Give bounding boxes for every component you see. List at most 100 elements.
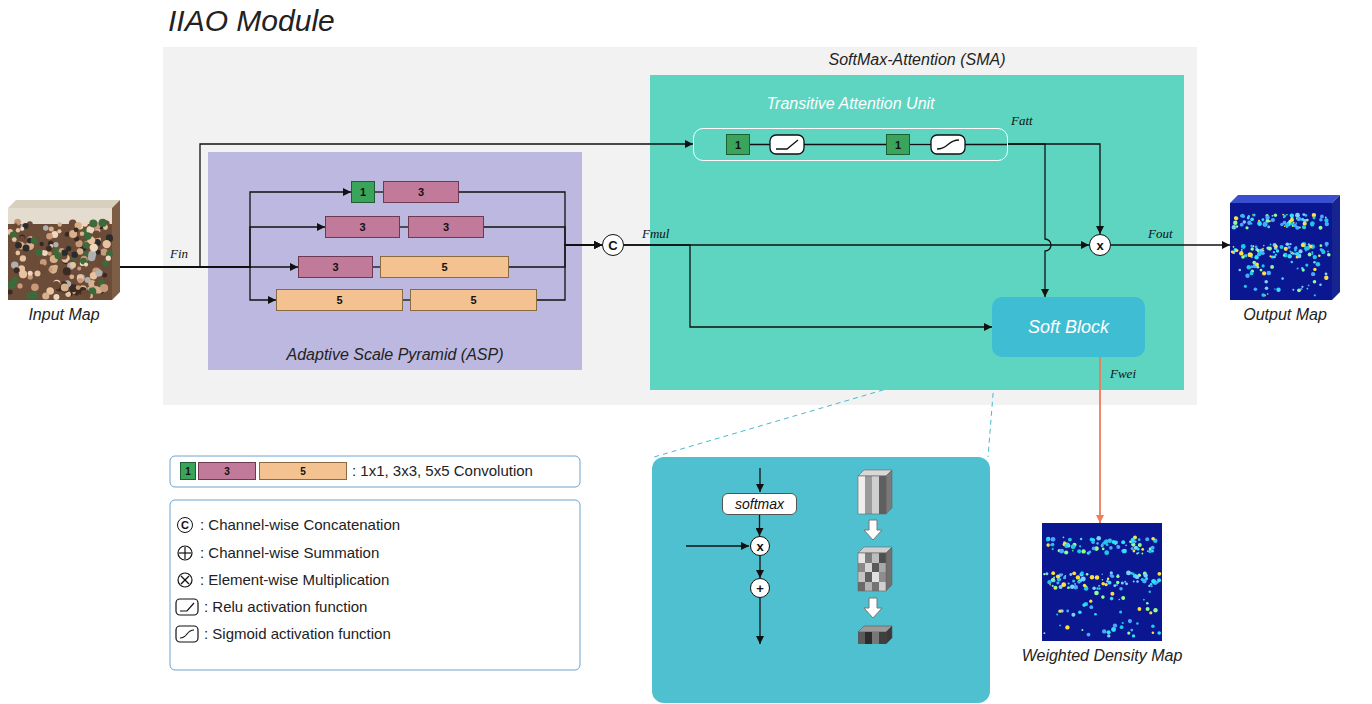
connector	[1099, 357, 1101, 523]
sample-label: 1	[185, 466, 191, 477]
legend-text: : Relu activation function	[204, 598, 367, 615]
node-label: +	[756, 582, 764, 595]
legend-sample: 3	[198, 462, 256, 480]
attention-unit: Transitive Attention Unit11	[693, 128, 1008, 161]
legend-row: : Relu activation function	[204, 598, 367, 616]
conv-box: 5	[410, 289, 537, 311]
node-heading: Adaptive Scale Pyramid (ASP)	[287, 346, 504, 363]
sigmoid-icon	[176, 626, 198, 642]
conv-box: 3	[298, 256, 373, 278]
map-picture	[1042, 523, 1162, 641]
sample-label: 5	[300, 466, 306, 477]
legend-text: : Sigmoid activation function	[204, 625, 391, 642]
edge-label-wrap: Fin	[170, 244, 188, 262]
node-label: Soft Block	[1028, 317, 1109, 338]
multiply-symbol	[178, 573, 192, 587]
map-picture	[1230, 195, 1340, 300]
multiply-op: x	[1089, 234, 1111, 256]
connector	[509, 245, 602, 267]
multiply-op: x	[750, 536, 770, 556]
connector	[624, 245, 992, 327]
conv-box: 1	[726, 134, 750, 155]
heading-wrap: Adaptive Scale Pyramid (ASP)	[287, 346, 504, 364]
node-label: 3	[443, 221, 449, 233]
node-label: 1	[360, 186, 366, 198]
legend-box	[170, 456, 580, 487]
edge-label-wrap: Fmul	[642, 224, 669, 242]
asp-panel: Adaptive Scale Pyramid (ASP) 1 3 3 3 3 5 5 5	[208, 152, 582, 370]
connector	[624, 244, 1089, 245]
node-label: 1	[735, 139, 741, 151]
input-image: Input Map	[8, 200, 120, 300]
node-label: 5	[441, 261, 447, 273]
connector	[459, 192, 602, 245]
node-heading: Input Map	[28, 306, 99, 323]
conv-box: 5	[380, 256, 509, 278]
node-label: 3	[418, 186, 424, 198]
connector	[120, 144, 693, 267]
connector	[403, 299, 410, 300]
connector	[537, 245, 602, 300]
diagram-title: IIAO Module	[168, 4, 335, 37]
heading-wrap: SoftMax-Attention (SMA)	[829, 51, 1006, 69]
connector	[759, 515, 760, 536]
legend-row: : Sigmoid activation function	[204, 625, 391, 643]
connector	[484, 227, 602, 245]
hollow-arrow	[864, 520, 882, 540]
node-heading: Transitive Attention Unit	[766, 95, 934, 112]
legend-sample: 5	[259, 462, 347, 480]
feature-label: Fwei	[1110, 366, 1136, 381]
zoom-wire	[686, 545, 749, 546]
concat-op: C	[602, 234, 624, 256]
sum-op: +	[750, 578, 770, 598]
sum-symbol	[178, 546, 192, 560]
sigmoid-icon	[931, 135, 965, 154]
conv-box: 3	[325, 216, 400, 238]
connector	[1008, 144, 1100, 234]
heading-wrap: Output Map	[1243, 306, 1327, 324]
legend-sample: 1	[180, 462, 196, 480]
hollow-arrow	[864, 598, 882, 618]
conv-box: 1	[886, 134, 910, 155]
heading-wrap: Input Map	[28, 306, 99, 324]
legend-text: : 1x1, 3x3, 5x5 Convolution	[352, 462, 533, 479]
heading-wrap: Weighted Density Map	[1022, 647, 1183, 665]
edge-label-wrap: Fout	[1148, 224, 1173, 242]
connector	[120, 266, 298, 267]
node-label: softmax	[735, 496, 784, 512]
connector	[400, 226, 408, 227]
feature-cube	[858, 470, 892, 514]
map-picture	[8, 200, 120, 300]
conv-box: 1	[351, 181, 375, 203]
sma-panel: SoftMax-Attention (SMA)Transitive Attent…	[650, 75, 1184, 390]
legend-text: : Channel-wise Summation	[200, 544, 379, 561]
connector	[759, 556, 760, 578]
feature-slab	[858, 626, 892, 644]
wire	[965, 144, 1007, 145]
legend-row: : 1x1, 3x3, 5x5 Convolution	[352, 462, 533, 480]
edge-label-wrap: Fwei	[1110, 364, 1136, 382]
sample-label: 3	[224, 466, 230, 477]
connector	[1111, 244, 1230, 245]
node-label: 3	[359, 221, 365, 233]
node-label: x	[756, 540, 763, 553]
soft-block: Soft Block	[992, 297, 1145, 357]
legend-row: : Channel-wise Summation	[200, 544, 379, 562]
feature-label: Fatt	[1011, 113, 1033, 128]
relu-icon	[770, 135, 804, 154]
legend-sample: C	[177, 517, 193, 533]
output-image: Output Map	[1230, 195, 1340, 300]
feature-label: Fout	[1148, 226, 1173, 241]
connector	[1008, 144, 1051, 297]
node-label: 5	[336, 294, 342, 306]
zoom-panel	[652, 457, 990, 703]
zoom-wire	[759, 598, 760, 644]
zoom-wire	[759, 468, 760, 492]
heading-wrap: Transitive Attention Unit	[766, 95, 934, 113]
node-label: 3	[332, 261, 338, 273]
relu-icon	[176, 599, 198, 615]
node-label: x	[1096, 239, 1103, 252]
feature-label: Fmul	[642, 226, 669, 241]
node-heading: Output Map	[1243, 306, 1327, 323]
sample-label: C	[181, 520, 189, 531]
